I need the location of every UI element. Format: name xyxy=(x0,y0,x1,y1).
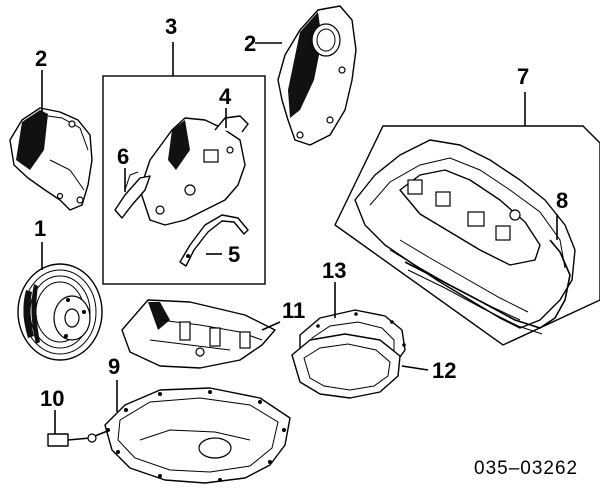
callout-5: 5 xyxy=(228,242,240,267)
callout-11: 11 xyxy=(282,298,305,323)
upper-timing-cover xyxy=(277,5,357,146)
callout-2-upper: 2 xyxy=(244,31,256,56)
valve-cover-group-box xyxy=(334,92,600,346)
lower-pan-gasket xyxy=(291,333,401,399)
timing-cover-gasket xyxy=(139,115,249,226)
callout-12: 12 xyxy=(432,358,456,383)
callout-6: 6 xyxy=(117,144,129,169)
crankshaft-pulley xyxy=(17,263,103,361)
oil-baffle-plate xyxy=(121,299,276,369)
leader-lines xyxy=(41,42,558,434)
callout-10: 10 xyxy=(40,386,64,411)
lower-timing-cover-left xyxy=(9,107,93,211)
callout-2-left: 2 xyxy=(35,46,47,71)
callout-1: 1 xyxy=(34,216,46,241)
callout-7: 7 xyxy=(517,64,529,89)
seal-gasket-lower xyxy=(179,214,249,267)
part-reference-code: 035–03262 xyxy=(474,458,578,479)
oil-pan xyxy=(104,387,291,484)
small-gasket-left xyxy=(114,171,151,219)
callout-labels: 2 2 3 4 6 5 7 8 1 11 13 12 9 10 xyxy=(34,14,568,411)
gasket-group-box xyxy=(102,42,266,285)
valve-cover-gasket xyxy=(404,239,571,335)
callout-8: 8 xyxy=(556,188,568,213)
valve-cover xyxy=(354,139,576,329)
callout-9: 9 xyxy=(108,354,120,379)
oil-level-sensor xyxy=(47,429,111,447)
callout-13: 13 xyxy=(322,258,346,283)
callout-3: 3 xyxy=(165,14,177,39)
callout-4: 4 xyxy=(219,84,232,109)
